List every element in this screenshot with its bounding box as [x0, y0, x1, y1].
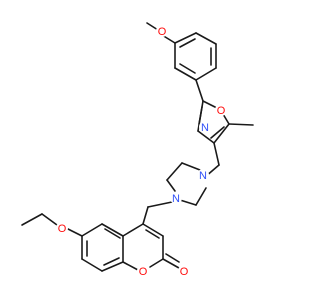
oxazole-nitrogen-atom: N: [199, 121, 211, 134]
oxazole-oxygen-atom: O: [215, 104, 227, 117]
bond-layer: [21, 22, 254, 272]
carbonyl-oxygen-atom: O: [178, 265, 190, 278]
piperazine-nitrogen-top-atom: N: [197, 169, 209, 182]
atom-label-layer: O O N N N O O: [56, 25, 227, 278]
svg-text:O: O: [158, 26, 167, 38]
coumarin-ring-oxygen-atom: O: [137, 265, 149, 278]
svg-text:O: O: [217, 105, 226, 117]
svg-text:N: N: [201, 122, 209, 134]
structure-diagram: O O N N N O O: [21, 22, 254, 278]
molecule-canvas: O O N N N O O: [21, 22, 254, 278]
svg-text:O: O: [139, 266, 148, 278]
svg-text:N: N: [199, 170, 207, 182]
methoxy-oxygen-atom: O: [156, 25, 168, 38]
piperazine-nitrogen-bottom-atom: N: [170, 192, 182, 205]
svg-text:N: N: [172, 193, 180, 205]
svg-text:O: O: [58, 223, 67, 235]
ethoxy-oxygen-atom: O: [56, 222, 68, 235]
svg-text:O: O: [180, 266, 189, 278]
